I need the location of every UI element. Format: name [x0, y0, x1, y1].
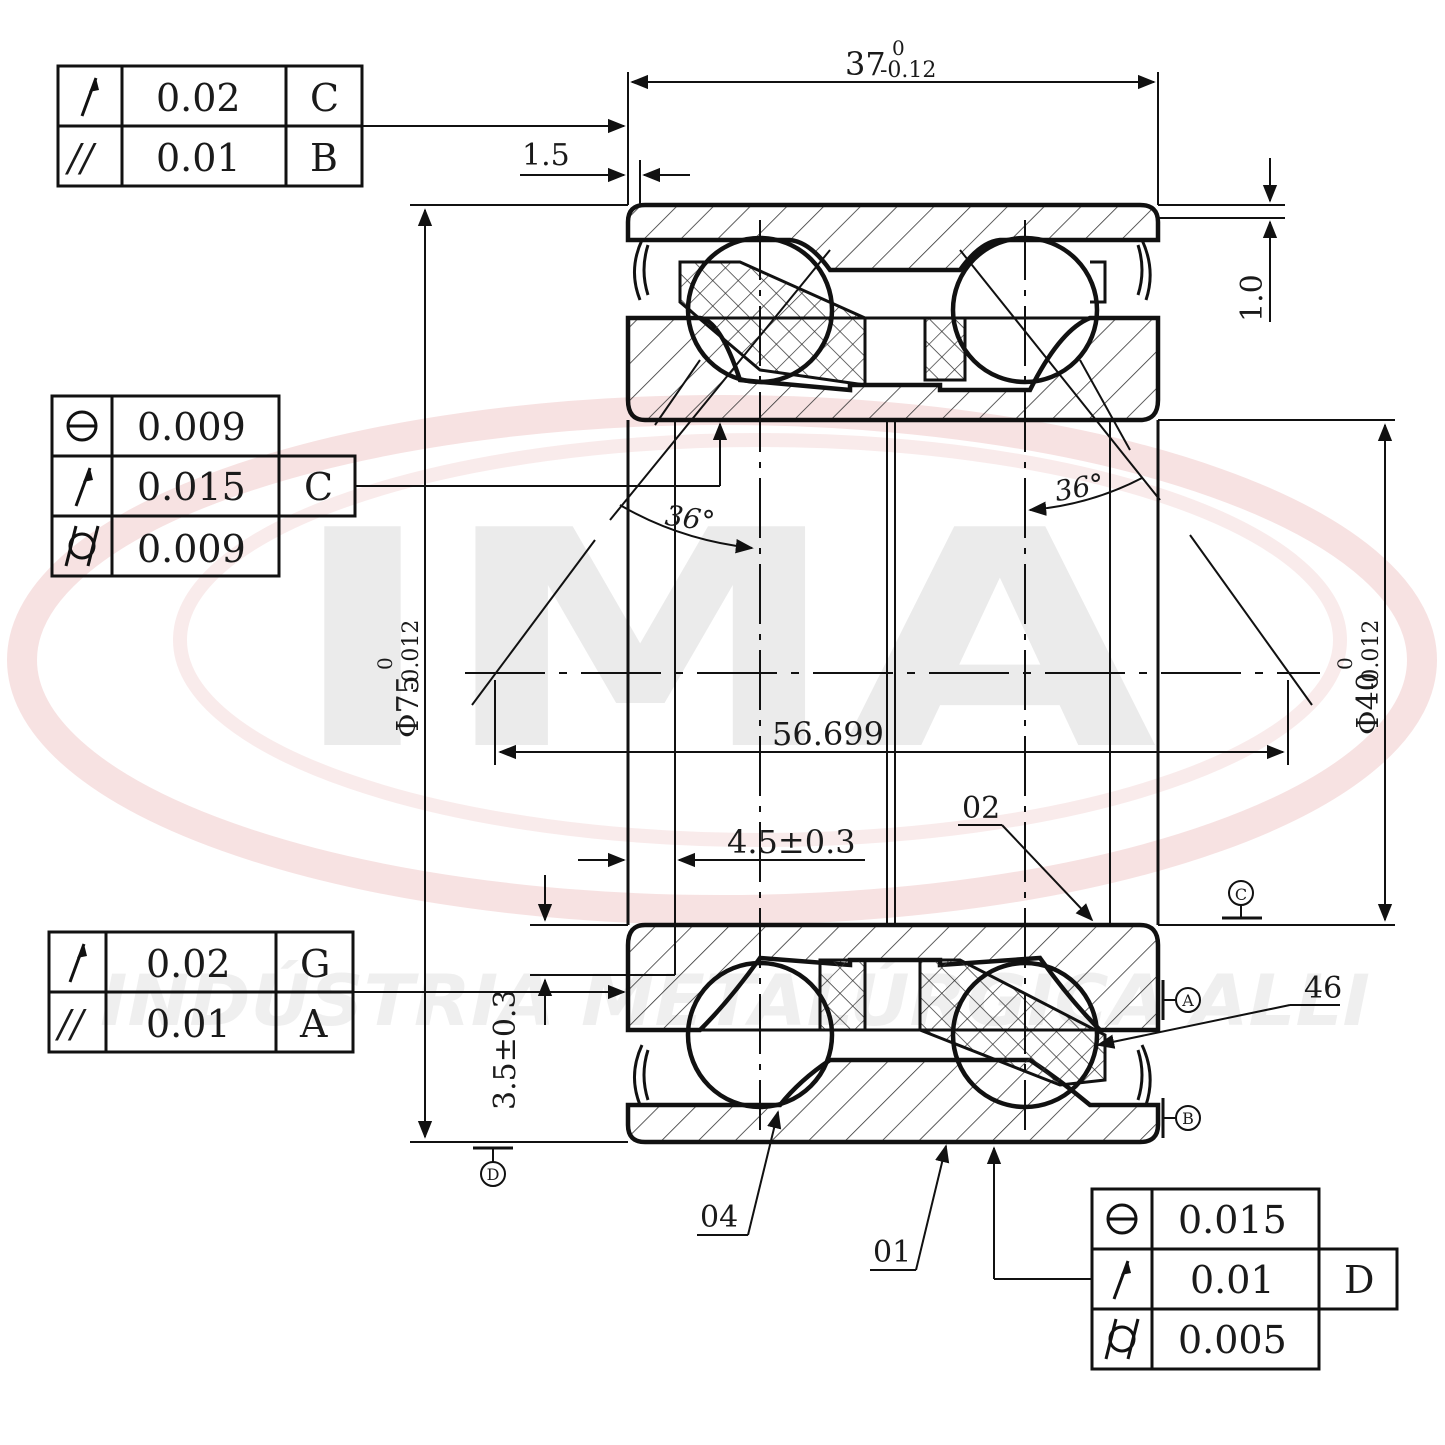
span-value: 56.699 [772, 715, 884, 753]
angle-arc-left [619, 504, 754, 554]
datum-a-label: A [1181, 991, 1194, 1010]
part-46-label: 46 [1304, 971, 1342, 1006]
datum-c-label: C [1235, 885, 1247, 904]
contact-line-tl-ext [471, 539, 596, 706]
runout-icon [80, 77, 99, 117]
fcf-datum: B [310, 136, 338, 180]
fcf-value: 0.005 [1178, 1318, 1287, 1362]
cage-top-right [923, 316, 967, 382]
fcf-value: 0.015 [137, 465, 246, 509]
inner-dia-tol-upper: 0 [1333, 657, 1357, 670]
contact-line-short-r [1079, 359, 1131, 451]
fcf-value: 0.01 [146, 1002, 231, 1046]
datums: C A B D [473, 880, 1262, 1187]
fcf-value: 0.01 [156, 136, 241, 180]
seal-top-right [1136, 239, 1152, 301]
runout-icon [68, 943, 87, 983]
contact-line-short-l [654, 359, 701, 426]
datum-d-label: D [487, 1165, 500, 1184]
fcf-value: 0.009 [137, 527, 246, 571]
angle-arc-right [1028, 477, 1143, 516]
offset-value: 4.5±0.3 [727, 823, 856, 861]
width-tol-lower: -0.12 [880, 58, 936, 83]
fcf-datum: D [1344, 1258, 1374, 1302]
seal-bottom-left [633, 1044, 650, 1106]
fcf-value: 0.01 [1190, 1258, 1275, 1302]
cylindricity-icon [64, 525, 100, 567]
datum-d-circle [480, 1161, 506, 1187]
outer-dia-tol-lower: -0.012 [399, 620, 424, 690]
part-04-label: 04 [700, 1200, 738, 1235]
datum-b-label: B [1182, 1109, 1194, 1128]
outer-dia-tol-upper: 0 [373, 657, 397, 670]
contact-line-tr [959, 249, 1161, 501]
datum-b-circle [1175, 1105, 1201, 1131]
parallel-icon: // [64, 136, 97, 180]
fcf-value: 0.015 [1178, 1198, 1287, 1242]
fcf-datum: G [300, 942, 330, 986]
fcf-datum: A [299, 1002, 328, 1046]
cylindricity-icon [1104, 1318, 1140, 1360]
fcf-datum: C [310, 76, 339, 120]
fcf-bottom-right: 0.015 0.01 D 0.005 [986, 1146, 1399, 1371]
chamfer-1-0-label: 1.0 [1235, 274, 1270, 322]
inner-ring-top [625, 315, 1161, 423]
part-02-label: 02 [962, 791, 1000, 826]
chamfer-1-5-label: 1.5 [522, 138, 570, 173]
fcf-top-left: 0.02 C // 0.01 B [56, 64, 626, 188]
contact-line-tl [609, 249, 831, 521]
outer-dia-label: Φ75 [391, 675, 426, 738]
runout-icon [1112, 1260, 1131, 1300]
part-callouts: 02 46 04 01 [697, 791, 1342, 1271]
seal-top-left [633, 239, 650, 301]
inner-dia-label: Φ40 [1351, 672, 1386, 735]
cage-bottom-left [818, 958, 867, 1032]
fcf-bottom-left: 0.02 G // 0.01 A [47, 930, 626, 1054]
fcf-datum: C [304, 465, 333, 509]
fcf-mid-left: 0.009 0.015 C 0.009 [50, 394, 728, 578]
width-value: 37 [845, 45, 886, 83]
bearing-section [465, 202, 1320, 1145]
datum-c-circle [1228, 880, 1254, 906]
contact-line-tr-ext [1189, 534, 1313, 706]
angle-left-label: 36° [663, 499, 717, 539]
part-01-label: 01 [873, 1235, 911, 1270]
shoulder-value: 3.5±0.3 [488, 989, 523, 1110]
fcf-value: 0.009 [137, 405, 246, 449]
runout-icon [74, 467, 93, 507]
parallel-icon: // [54, 1002, 87, 1046]
seal-bottom-right [1136, 1044, 1152, 1106]
inner-dia-tol-lower: -0.012 [1359, 620, 1384, 690]
roundness-icon [1106, 1203, 1138, 1235]
fcf-value: 0.02 [156, 76, 241, 120]
fcf-value: 0.02 [146, 942, 231, 986]
roundness-icon [66, 410, 98, 442]
width-tol-upper: 0 [892, 36, 905, 60]
datum-a-circle [1175, 987, 1201, 1013]
dimensions: 37 0 -0.12 1.5 1.0 Φ75 0 -0.012 Φ40 0 -0… [373, 36, 1395, 1143]
